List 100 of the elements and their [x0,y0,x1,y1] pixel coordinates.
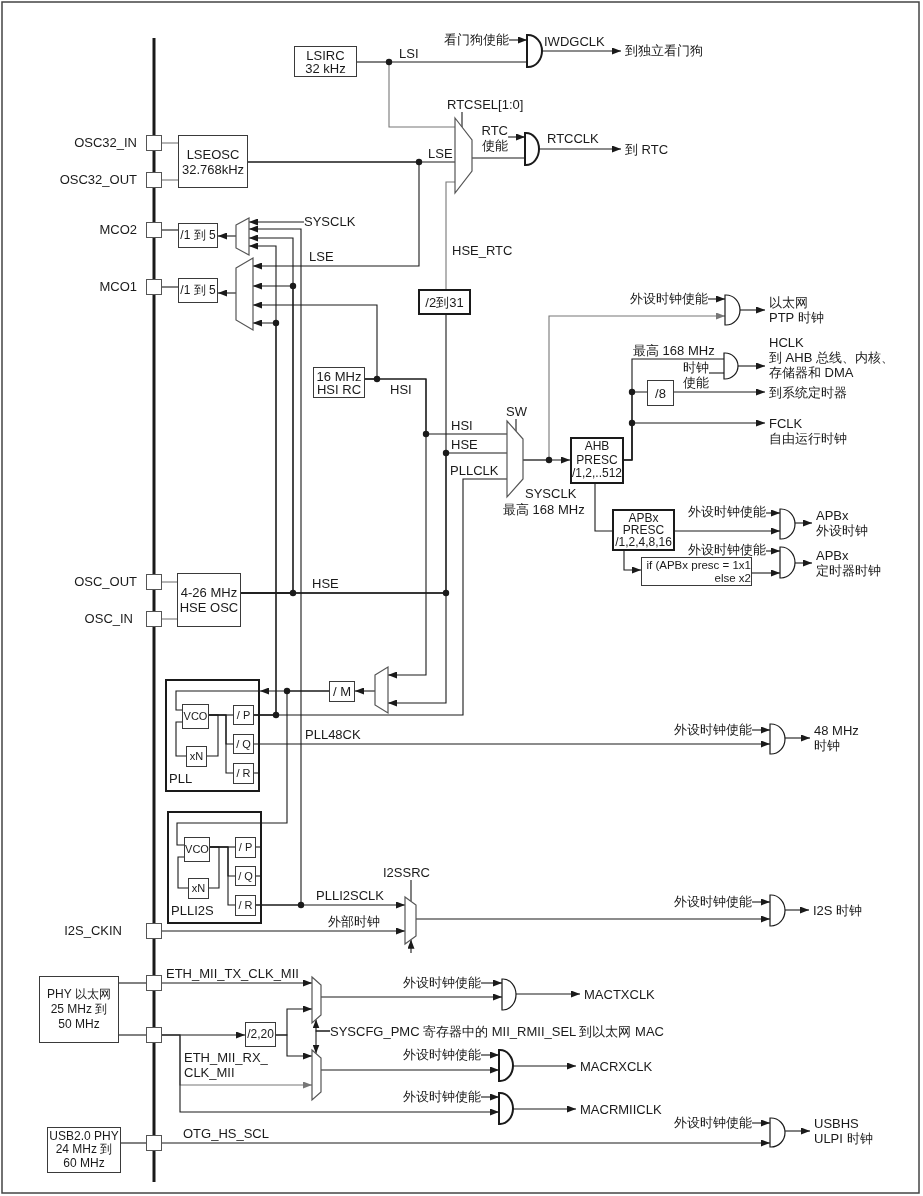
output-label: USBHS ULPI 时钟 [810,1116,876,1146]
pin-box [146,172,162,188]
and-gate [770,1118,785,1147]
arrow [784,734,811,742]
arrow [765,547,781,555]
enable-label: 外设时钟使能 [630,291,708,306]
edge-label: IWDGCLK [544,34,605,49]
pin-box [146,222,162,238]
multiplexer [236,258,253,330]
pin-label: OSC32_IN [74,135,137,150]
block-title: PLLI2S [171,903,214,918]
output-label: MACRXCLK [576,1059,653,1074]
arrow [751,569,781,577]
note-label: 最高 168 MHz [503,502,585,517]
prescaler-box: APBx PRESC /1,2,4,8,16 [612,509,675,551]
note-label: SYSCFG_PMC 寄存器中的 MII_RMII_SEL 到以太网 MAC [330,1024,664,1039]
and-gate [780,509,795,539]
arrow [507,133,526,141]
and-gate [780,547,795,578]
arrow [320,993,503,1001]
multiplexer [507,421,523,497]
connector-line [118,1034,147,1036]
connector-line [175,690,261,711]
pin-box [146,923,162,939]
edge-label: HSE [312,576,339,591]
and-gate [770,724,785,754]
arrow [784,906,810,914]
select-label: RTCSEL[1:0] [447,97,524,112]
pin-box [146,135,162,151]
connector-line [161,618,178,620]
connector-line [515,418,517,432]
enable-label: 外设时钟使能 [403,1089,481,1104]
output-label: 到系统定时器 [765,385,847,400]
edge-label: HSI [451,418,473,433]
oscillator-box: LSEOSC 32.768kHz [178,135,248,188]
enable-label: 时钟使能 [681,360,709,390]
arrow [794,519,813,527]
and-gate [499,1050,513,1081]
and-gate [527,35,542,67]
prescaler-box: AHB PRESC /1,2,..512 [570,437,624,484]
edge-label: RTCCLK [547,131,599,146]
edge-label: HSI [390,382,412,397]
output-label: MACRMIICLK [576,1102,662,1117]
enable-label: 外设时钟使能 [688,504,766,519]
pin-box [146,574,162,590]
phy-box: PHY 以太网 25 MHz 到 50 MHz [39,976,119,1043]
connector-line [708,372,725,374]
connector-line [445,181,456,290]
oscillator-box: LSIRC 32 kHz [294,46,357,77]
enable-label: 外设时钟使能 [403,1047,481,1062]
enable-label: 外设时钟使能 [674,1115,752,1130]
pin-box [146,1027,162,1043]
arrow [354,687,376,695]
pin-box [146,1135,162,1151]
connector-line [176,690,330,846]
arrow [707,295,726,303]
multiplexer [312,977,321,1023]
select-label: I2SSRC [383,865,430,880]
arrow [407,939,415,954]
arrow [161,979,313,987]
arrow [247,161,420,270]
and-gate [525,133,539,165]
connector-line [594,483,613,532]
pll-block [167,811,262,924]
arrow [275,1034,313,1060]
arrow [751,726,771,734]
pin-label: I2S_CKIN [64,923,122,938]
and-gate [724,353,738,379]
connector-line [161,229,179,231]
multiplexer [455,118,472,193]
phy-box: USB2.0 PHY 24 MHz 到 60 MHz [47,1127,121,1173]
connector-line [118,982,147,984]
arrow [515,990,581,998]
arrow [508,36,528,44]
multiplexer [405,897,416,944]
edge-label: LSE [428,146,453,161]
pin-box [146,975,162,991]
arrow [623,550,642,574]
arrow [623,419,766,461]
arrow [480,1093,500,1101]
arrow [673,388,766,396]
connector-line [356,61,456,128]
output-label: 自由运行时钟 [769,431,847,446]
condition-box: if (APBx presc = 1x1 else x2 [641,557,752,586]
arrow [737,362,766,370]
arrow [512,1062,577,1070]
arrow [253,740,771,748]
vco-box: VCO [184,837,210,862]
arrow [248,218,305,226]
output-label: 到 AHB 总线、内核、存储器和 DMA [769,350,895,380]
arrow [415,915,771,923]
multiplexer [312,1050,321,1100]
enable-label: RTC 使能 [478,123,508,153]
arrow [161,1139,771,1147]
output-label: 到 RTC [621,142,669,157]
output-label: APBx 外设时钟 [812,508,872,538]
and-gate [499,1093,513,1124]
pin-label: OSC32_OUT [59,172,137,187]
arrow [240,592,447,707]
arrow [320,1066,500,1074]
